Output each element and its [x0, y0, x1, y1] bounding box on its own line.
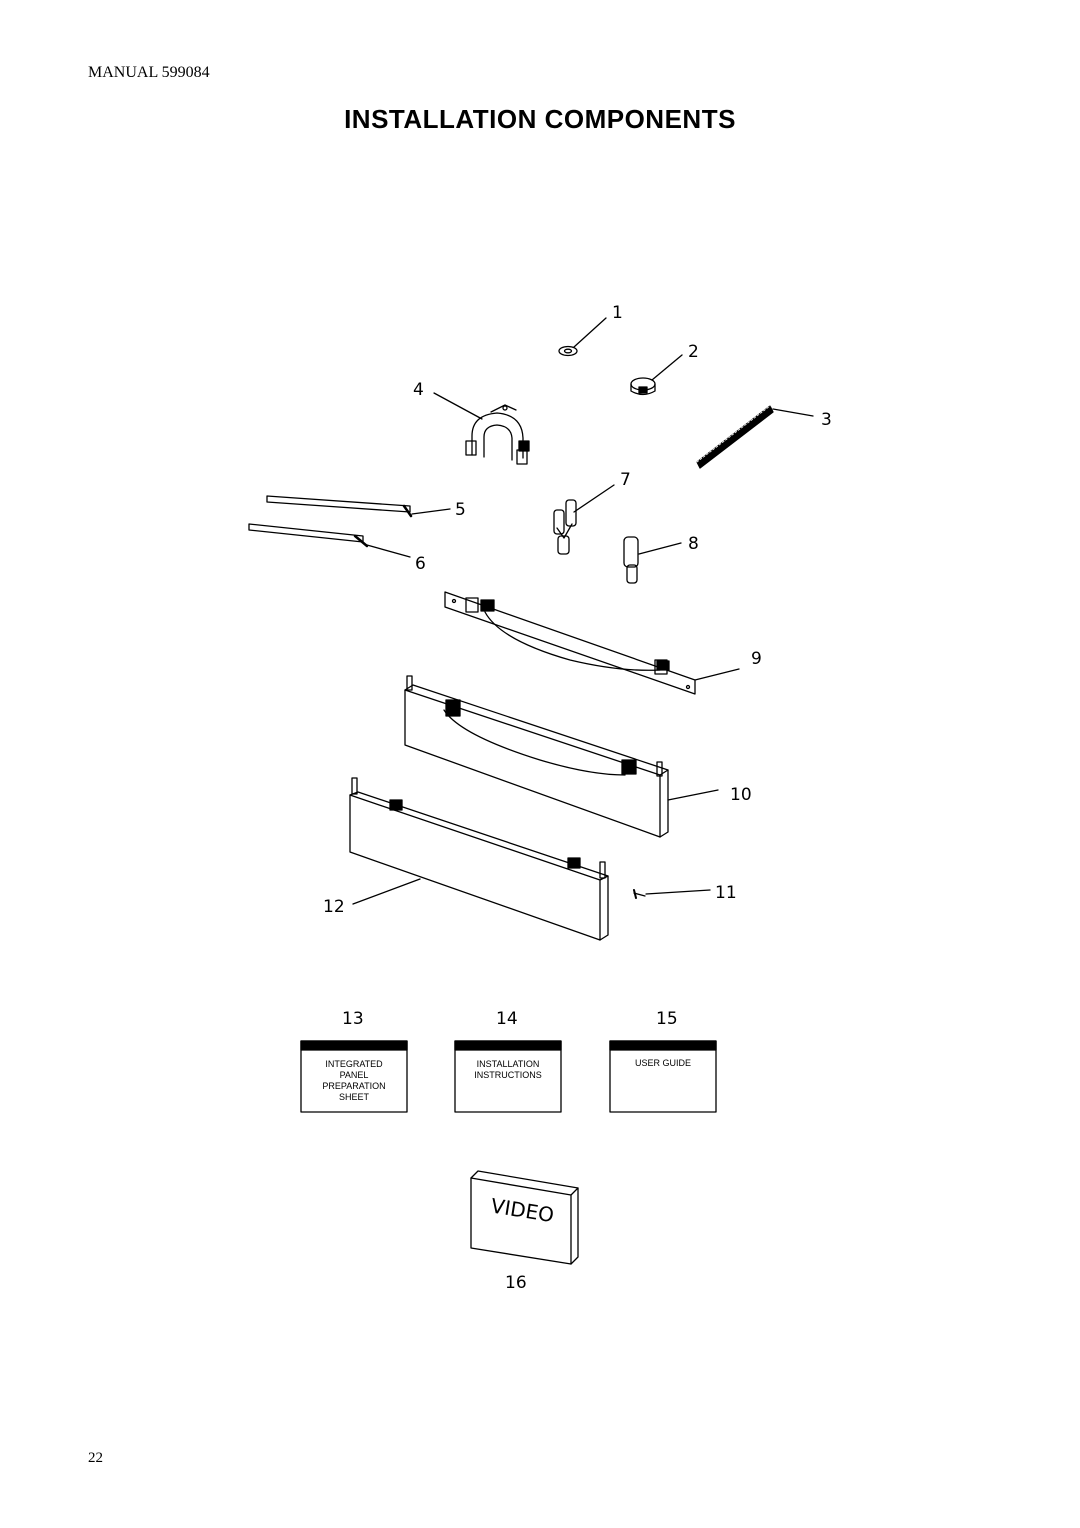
part-saddle-bracket [433, 392, 530, 465]
part-plain-panel [349, 777, 609, 941]
doc-13-line-4: SHEET [339, 1092, 370, 1102]
doc-13-line-1: INTEGRATED [325, 1059, 383, 1069]
doc-13-line-2: PANEL [340, 1070, 369, 1080]
callout-16: 16 [505, 1273, 527, 1293]
callout-2: 2 [688, 342, 699, 362]
callout-5: 5 [455, 500, 466, 520]
part-seal-strip-short [248, 523, 411, 558]
doc-15-line-1: USER GUIDE [635, 1058, 691, 1068]
part-straight-connector [623, 536, 682, 584]
document-user-guide [609, 1040, 717, 1113]
part-hose-clamp [630, 354, 683, 396]
callout-1: 1 [612, 303, 623, 323]
part-washer [558, 317, 607, 357]
callout-10: 10 [730, 785, 752, 805]
doc-13-line-3: PREPARATION [322, 1081, 385, 1091]
doc-14-line-1: INSTALLATION [477, 1059, 540, 1069]
callout-14: 14 [496, 1009, 518, 1029]
video-label: VIDEO [489, 1194, 555, 1228]
callout-11: 11 [715, 883, 737, 903]
callout-15: 15 [656, 1009, 678, 1029]
callout-12: 12 [323, 897, 345, 917]
part-toothed-strip [696, 405, 814, 469]
part-y-connector [553, 484, 615, 555]
callout-6: 6 [415, 554, 426, 574]
callout-9: 9 [751, 649, 762, 669]
page-number: 22 [88, 1450, 103, 1466]
manual-number: MANUAL 599084 [88, 64, 210, 81]
callout-3: 3 [821, 410, 832, 430]
callout-4: 4 [413, 380, 424, 400]
part-drawer-front-handle [404, 675, 719, 838]
document-installation-instructions [454, 1040, 562, 1113]
document-integrated-panel-sheet [300, 1040, 408, 1113]
part-screw [633, 889, 711, 899]
callout-8: 8 [688, 534, 699, 554]
page-title: INSTALLATION COMPONENTS [344, 104, 736, 134]
doc-14-line-2: INSTRUCTIONS [474, 1070, 542, 1080]
callout-13: 13 [342, 1009, 364, 1029]
callout-7: 7 [620, 470, 631, 490]
part-seal-strip-long [266, 495, 451, 518]
part-video-box [470, 1170, 579, 1265]
part-fixing-rail [444, 591, 740, 695]
